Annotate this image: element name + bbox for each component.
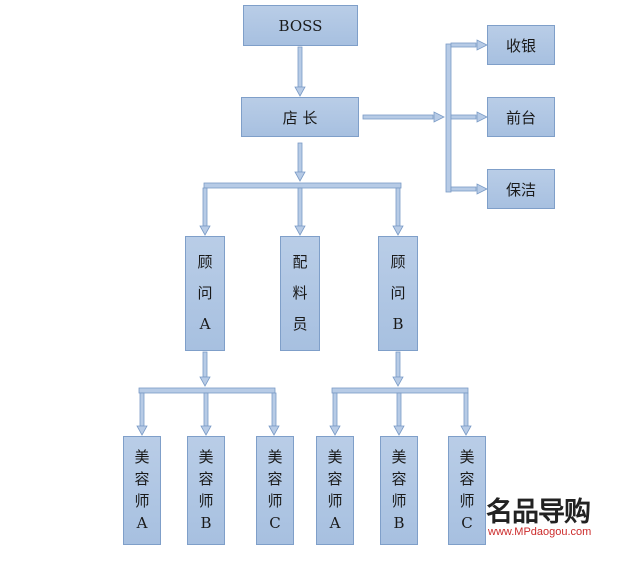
down-arrow	[393, 425, 405, 436]
consultant-b-char-3: B	[392, 315, 404, 333]
connector-bus	[138, 387, 276, 394]
beautician-char: B	[200, 513, 212, 532]
down-arrow	[294, 171, 306, 182]
beautician-char: C	[461, 513, 473, 532]
down-arrow	[392, 225, 404, 236]
connector-drop	[297, 46, 303, 88]
beautician-b-node: 美 容 师 B	[187, 436, 225, 545]
down-arrow	[392, 376, 404, 387]
beautician-char: 容	[134, 470, 150, 489]
connector-drop	[395, 351, 401, 378]
beautician-char: 师	[134, 491, 150, 510]
connector-bus	[203, 182, 402, 189]
right-arrow	[433, 111, 445, 123]
beautician-char: 美	[198, 448, 214, 467]
beautician-char: 美	[134, 448, 150, 467]
down-arrow	[268, 425, 280, 436]
connector-branch	[450, 42, 477, 48]
down-arrow	[294, 225, 306, 236]
materials-char-3: 员	[292, 315, 308, 333]
right-arrow	[476, 183, 488, 195]
beautician-char: A	[136, 513, 148, 532]
beautician-c-node: 美 容 师 C	[256, 436, 294, 545]
boss-node: BOSS	[243, 5, 358, 46]
connector-bus	[331, 387, 469, 394]
beautician-char: 师	[267, 491, 283, 510]
beautician-char: A	[329, 513, 341, 532]
consultant-b-char-1: 顾	[390, 253, 406, 271]
beautician-char: 美	[267, 448, 283, 467]
cleaner-node: 保洁	[487, 169, 555, 209]
beautician-char: 容	[327, 470, 343, 489]
down-arrow	[199, 225, 211, 236]
connector-drop	[396, 392, 402, 427]
beautician-char: 师	[459, 491, 475, 510]
consultant-a-char-2: 问	[197, 284, 213, 302]
right-arrow	[476, 111, 488, 123]
front-desk-node: 前台	[487, 97, 555, 137]
beautician-char: 美	[459, 448, 475, 467]
connector-trunk	[445, 43, 452, 193]
beautician-a-node-b: 美 容 师 A	[316, 436, 354, 545]
connector-drop	[202, 187, 208, 227]
beautician-char: 容	[198, 470, 214, 489]
watermark-url: www.MPdaogou.com	[488, 526, 592, 538]
connector-drop	[202, 351, 208, 378]
connector-drop	[395, 187, 401, 227]
beautician-char: 师	[327, 491, 343, 510]
beautician-char: 容	[459, 470, 475, 489]
down-arrow	[200, 425, 212, 436]
cashier-node: 收银	[487, 25, 555, 65]
down-arrow	[199, 376, 211, 387]
materials-char-2: 料	[292, 284, 308, 302]
down-arrow	[136, 425, 148, 436]
watermark-brand: 名品导购	[486, 497, 591, 528]
beautician-char: 美	[391, 448, 407, 467]
beautician-b-node-b: 美 容 师 B	[380, 436, 418, 545]
site-watermark: 名品导购 www.MPdaogou.com	[486, 490, 626, 550]
materials-node: 配 料 员	[280, 236, 320, 351]
connector-branch	[450, 186, 477, 192]
beautician-char: 容	[267, 470, 283, 489]
manager-node: 店 长	[241, 97, 359, 137]
connector-branch	[450, 114, 477, 120]
consultant-a-char-3: A	[199, 315, 211, 333]
consultant-a-node: 顾 问 A	[185, 236, 225, 351]
connector-drop	[463, 392, 469, 427]
connector-drop	[271, 392, 277, 427]
connector-bar	[362, 114, 434, 120]
beautician-a-node: 美 容 师 A	[123, 436, 161, 545]
consultant-a-char-1: 顾	[197, 253, 213, 271]
down-arrow	[460, 425, 472, 436]
consultant-b-char-2: 问	[390, 284, 406, 302]
connector-drop	[139, 392, 145, 427]
beautician-char: 美	[327, 448, 343, 467]
right-arrow	[476, 39, 488, 51]
down-arrow	[329, 425, 341, 436]
connector-drop	[203, 392, 209, 427]
connector-drop	[297, 187, 303, 227]
beautician-char: B	[393, 513, 405, 532]
beautician-char: C	[269, 513, 281, 532]
beautician-char: 容	[391, 470, 407, 489]
connector-drop	[297, 142, 303, 173]
materials-char-1: 配	[292, 253, 308, 271]
beautician-char: 师	[391, 491, 407, 510]
beautician-c-node-b: 美 容 师 C	[448, 436, 486, 545]
connector-drop	[332, 392, 338, 427]
down-arrow	[294, 86, 306, 97]
beautician-char: 师	[198, 491, 214, 510]
consultant-b-node: 顾 问 B	[378, 236, 418, 351]
